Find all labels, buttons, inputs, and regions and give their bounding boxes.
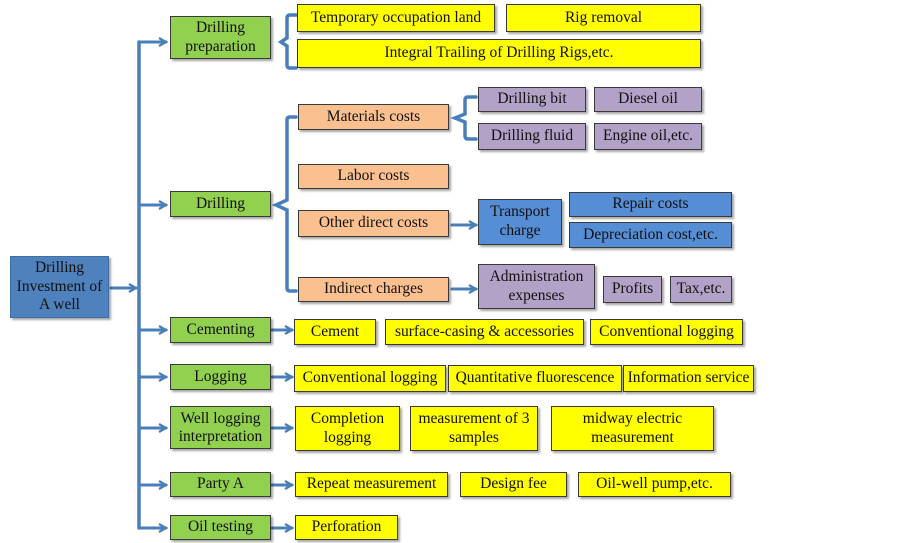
item-tax: Tax,etc. <box>670 276 732 303</box>
item-profits: Profits <box>603 276 662 303</box>
item-label: measurement of 3 samples <box>418 409 530 446</box>
category-label: Oil testing <box>187 518 253 536</box>
item-label: Rig removal <box>564 8 643 26</box>
item-information-service: Information service <box>623 365 754 392</box>
item-label: midway electric measurement <box>582 409 683 446</box>
item-label: Conventional logging <box>599 322 734 340</box>
category-label: Party A <box>197 475 244 493</box>
brace-drilling <box>271 115 298 293</box>
item-label: Design fee <box>480 475 547 493</box>
item-completion-logging: Completion logging <box>295 406 400 451</box>
item-repeat-measurement: Repeat measurement <box>295 472 448 497</box>
category-oil-testing: Oil testing <box>170 515 271 540</box>
item-label: Perforation <box>311 518 382 536</box>
subcategory-labor-costs: Labor costs <box>298 164 449 189</box>
category-cementing: Cementing <box>170 317 271 343</box>
item-label: Completion logging <box>310 409 385 446</box>
subcategory-other-direct-costs: Other direct costs <box>298 210 449 237</box>
item-oil-well-pump: Oil-well pump,etc. <box>578 472 731 497</box>
item-label: Integral Trailing of Drilling Rigs,etc. <box>384 44 614 62</box>
item-label: surface-casing & accessories <box>394 322 575 340</box>
category-drilling-preparation: Drilling preparation <box>170 16 271 59</box>
root-label: Drilling Investment of A well <box>16 259 103 314</box>
item-label: Engine oil,etc. <box>603 127 693 145</box>
category-label: Well logging interpretation <box>178 409 263 445</box>
item-conventional-logging-cementing: Conventional logging <box>590 319 743 345</box>
category-label: Logging <box>194 367 247 385</box>
root-node: Drilling Investment of A well <box>10 256 109 318</box>
item-label: Cement <box>310 322 360 340</box>
category-label: Cementing <box>186 320 255 338</box>
item-cement: Cement <box>294 319 376 345</box>
subcategory-indirect-charges: Indirect charges <box>298 277 449 302</box>
item-temporary-occupation-land: Temporary occupation land <box>297 4 495 32</box>
item-label: Depreciation cost,etc. <box>583 225 718 243</box>
item-label: Profits <box>611 280 654 298</box>
intermediate-label: Administration expenses <box>489 267 584 304</box>
subcategory-label: Labor costs <box>337 167 410 185</box>
brace-materials <box>450 95 478 141</box>
category-party-a: Party A <box>170 472 271 497</box>
intermediate-administration-expenses: Administration expenses <box>478 264 595 309</box>
category-logging: Logging <box>170 364 271 390</box>
category-drilling: Drilling <box>170 191 271 217</box>
item-measurement-3-samples: measurement of 3 samples <box>410 406 538 451</box>
category-well-logging-interpretation: Well logging interpretation <box>170 406 271 449</box>
subcategory-label: Indirect charges <box>323 280 424 298</box>
item-label: Quantitative fluorescence <box>455 369 615 387</box>
item-label: Oil-well pump,etc. <box>596 475 713 493</box>
intermediate-label: Transport charge <box>490 203 550 239</box>
item-label: Conventional logging <box>302 369 438 387</box>
item-surface-casing: surface-casing & accessories <box>385 319 584 345</box>
item-perforation: Perforation <box>295 515 398 540</box>
item-label: Diesel oil <box>618 90 678 108</box>
item-midway-electric-measurement: midway electric measurement <box>551 406 714 451</box>
item-label: Repair costs <box>612 195 689 213</box>
subcategory-materials-costs: Materials costs <box>298 104 449 130</box>
item-drilling-fluid: Drilling fluid <box>478 123 586 150</box>
item-engine-oil: Engine oil,etc. <box>594 123 702 150</box>
item-repair-costs: Repair costs <box>569 192 732 217</box>
item-conventional-logging: Conventional logging <box>294 365 446 392</box>
item-quantitative-fluorescence: Quantitative fluorescence <box>448 365 622 392</box>
intermediate-transport-charge: Transport charge <box>478 199 562 245</box>
category-label: Drilling preparation <box>185 18 256 55</box>
item-diesel-oil: Diesel oil <box>594 87 702 112</box>
item-label: Information service <box>627 369 750 387</box>
item-label: Drilling bit <box>497 90 567 108</box>
item-label: Drilling fluid <box>490 127 574 145</box>
item-label: Tax,etc. <box>676 280 726 298</box>
item-integral-trailing: Integral Trailing of Drilling Rigs,etc. <box>297 39 701 68</box>
subcategory-label: Other direct costs <box>318 214 429 232</box>
item-design-fee: Design fee <box>460 472 567 497</box>
subcategory-label: Materials costs <box>326 107 421 125</box>
category-label: Drilling <box>195 194 246 212</box>
item-rig-removal: Rig removal <box>506 4 701 32</box>
item-label: Repeat measurement <box>306 475 437 493</box>
brace-drilling-preparation <box>277 13 298 70</box>
item-drilling-bit: Drilling bit <box>478 87 586 112</box>
item-label: Temporary occupation land <box>310 8 482 26</box>
item-depreciation-cost: Depreciation cost,etc. <box>569 222 732 248</box>
